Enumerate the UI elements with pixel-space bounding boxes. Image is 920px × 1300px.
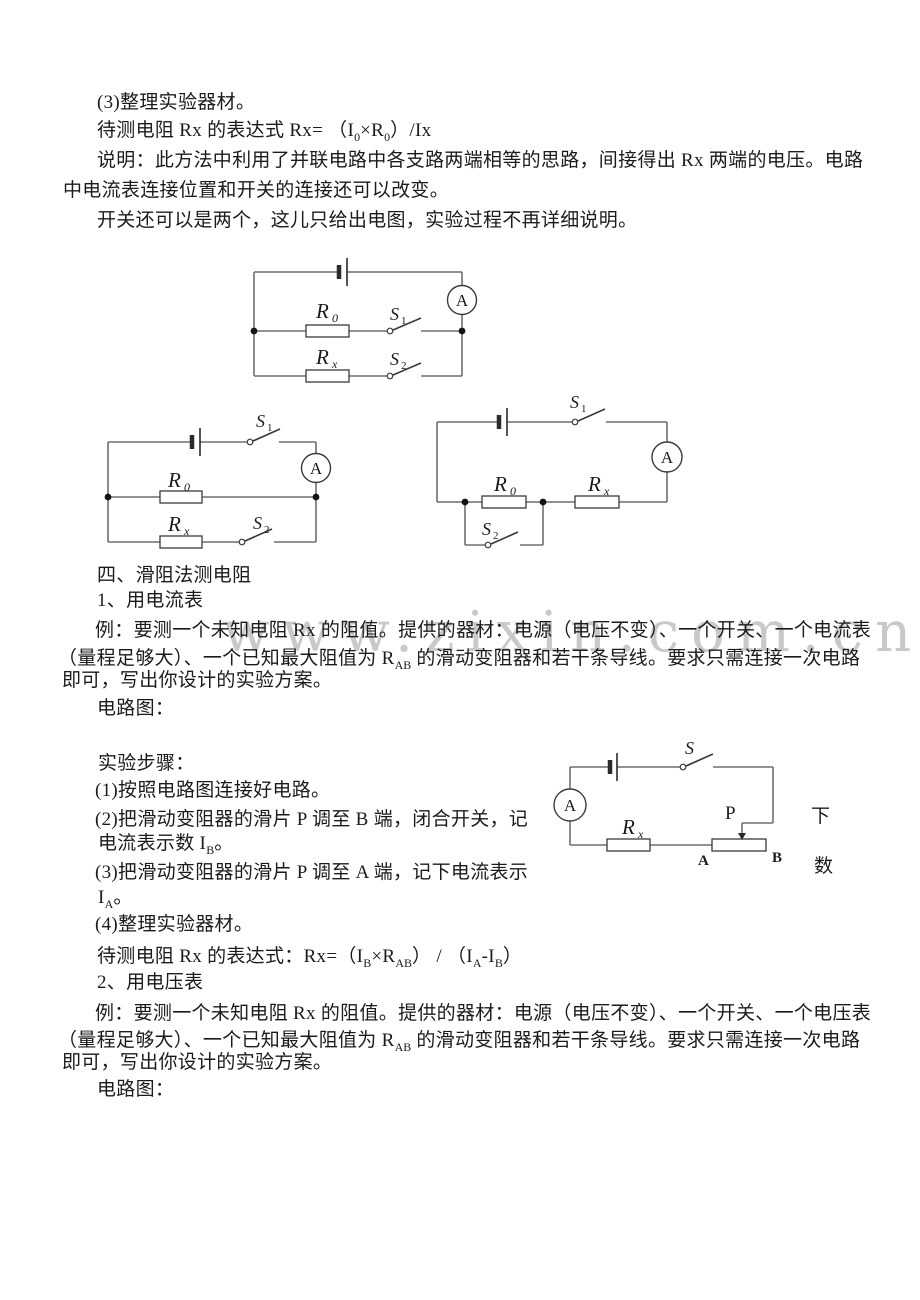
svg-text:1: 1 [267, 422, 273, 434]
svg-text:S: S [390, 304, 399, 324]
svg-text:S: S [685, 738, 694, 758]
battery-icon [189, 428, 201, 456]
svg-text:S: S [482, 519, 491, 539]
wires [569, 766, 774, 846]
svg-text:A: A [310, 459, 323, 478]
svg-text:S: S [570, 392, 579, 412]
circuit-diagram-parallel-two-switches: A R 0 R x S 1 S 2 [250, 258, 478, 383]
svg-text:x: x [183, 524, 190, 538]
rheostat: P A B [698, 803, 782, 869]
resistor-rx: R x [159, 512, 203, 549]
svg-text:2: 2 [401, 360, 407, 372]
svg-text:0: 0 [332, 311, 338, 325]
svg-text:0: 0 [510, 484, 516, 498]
resistor-r0: R 0 [481, 472, 527, 509]
ammeter-icon: A [651, 441, 683, 473]
svg-text:A: A [661, 448, 674, 467]
step-2-line1: (2)把滑动变阻器的滑片 P 调至 B 端，闭合开关，记 [95, 809, 529, 830]
formula-rx-rheostat: 待测电阻 Rx 的表达式：Rx=（IB×RAB） / （IA-IB） [97, 946, 523, 970]
resistor-r0: R 0 [159, 468, 203, 504]
svg-text:S: S [390, 349, 399, 369]
step-3-line2: IA。 [98, 887, 133, 911]
step-2-wrap-char: 下 [811, 806, 831, 827]
svg-text:R: R [315, 299, 329, 323]
resistor-r0: R 0 [305, 299, 350, 338]
steps-title: 实验步骤： [98, 753, 195, 774]
circuit-label-2: 电路图： [97, 1079, 175, 1100]
circuit-diagram-series-bypass-switch: S 1 A R 0 R x S 2 [436, 392, 683, 549]
battery-icon [496, 408, 508, 436]
svg-text:x: x [637, 827, 644, 841]
step-3-wrap-char: 数 [814, 856, 834, 877]
switch-s2: S 2 [238, 513, 273, 546]
svg-text:P: P [725, 803, 736, 824]
intro-line-4: 中电流表连接位置和开关的连接还可以改变。 [63, 180, 450, 201]
example1-line2: （量程足够大）、一个已知最大阻值为 RAB 的滑动变阻器和若干条导线。要求只需连… [58, 648, 861, 672]
svg-text:S: S [253, 513, 262, 533]
svg-text:R: R [621, 815, 635, 839]
switch-s1: S 1 [570, 392, 606, 426]
switch-s2: S 2 [386, 349, 422, 380]
resistor-rx: R x [606, 815, 651, 852]
ammeter-icon: A [300, 452, 332, 484]
svg-text:1: 1 [401, 315, 407, 327]
junction-dots [250, 327, 466, 335]
circuit-diagram-rheostat-ammeter: S A R x P A B [553, 738, 782, 869]
ammeter-icon: A [446, 284, 478, 316]
section4-heading: 四、滑阻法测电阻 [97, 565, 252, 586]
svg-text:S: S [256, 411, 265, 431]
svg-text:R: R [315, 345, 329, 369]
section-voltmeter-heading: 2、用电压表 [97, 972, 204, 993]
watermark: www.zixin.com.cn [222, 600, 920, 665]
svg-text:R: R [167, 512, 181, 536]
example2-line1: 例：要测一个未知电阻 Rx 的阻值。提供的器材：电源（电压不变）、一个开关、一个… [95, 1003, 872, 1024]
switch-s1: S 1 [246, 411, 281, 446]
switch-s: S [679, 738, 714, 771]
svg-text:B: B [772, 850, 782, 866]
step-3-line1: (3)把滑动变阻器的滑片 P 调至 A 端，记下电流表示 [95, 862, 529, 883]
svg-text:0: 0 [184, 480, 190, 494]
wires [253, 271, 463, 377]
resistor-rx: R x [305, 345, 350, 383]
intro-line-3: 说明：此方法中利用了并联电路中各支路两端相等的思路，间接得出 Rx 两端的电压。… [97, 150, 864, 171]
example1-line1: 例：要测一个未知电阻 Rx 的阻值。提供的器材：电源（电压不变）、一个开关、一个… [95, 620, 872, 641]
example2-line3: 即可，写出你设计的实验方案。 [62, 1052, 333, 1073]
svg-text:R: R [493, 472, 507, 496]
example1-line3: 即可，写出你设计的实验方案。 [62, 670, 333, 691]
svg-text:2: 2 [493, 530, 499, 542]
intro-line-5: 开关还可以是两个，这儿只给出电图，实验过程不再详细说明。 [97, 210, 638, 231]
step-1: (1)按照电路图连接好电路。 [95, 780, 331, 801]
switch-s2: S 2 [482, 519, 519, 549]
junction-dots [461, 498, 547, 506]
step-2-line2: 电流表示数 IB。 [98, 833, 234, 857]
svg-text:A: A [456, 291, 469, 310]
circuit-label-1: 电路图： [97, 698, 175, 719]
section4-sub1: 1、用电流表 [97, 590, 204, 611]
switch-s1: S 1 [386, 304, 422, 335]
ammeter-icon: A [553, 788, 587, 822]
svg-text:R: R [167, 468, 181, 492]
svg-text:A: A [564, 796, 577, 815]
wires [436, 421, 668, 546]
example2-line2: （量程足够大）、一个已知最大阻值为 RAB 的滑动变阻器和若干条导线。要求只需连… [58, 1030, 861, 1054]
svg-text:1: 1 [581, 403, 587, 415]
circuit-diagram-switch-top-left: S 1 A R 0 R x S 2 [104, 411, 332, 549]
step-4: (4)整理实验器材。 [95, 914, 254, 935]
resistor-rx: R x [574, 472, 620, 509]
svg-text:x: x [331, 357, 338, 371]
svg-text:A: A [698, 853, 709, 869]
intro-formula-rx: 待测电阻 Rx 的表达式 Rx= （I0×R0）/Ix [97, 120, 432, 144]
junction-dots [104, 493, 320, 501]
battery-icon [607, 753, 618, 781]
svg-text:R: R [587, 472, 601, 496]
intro-line-1: (3)整理实验器材。 [97, 92, 256, 113]
wires [107, 441, 317, 543]
svg-text:2: 2 [264, 524, 270, 536]
battery-icon [336, 258, 348, 286]
svg-text:x: x [603, 484, 610, 498]
